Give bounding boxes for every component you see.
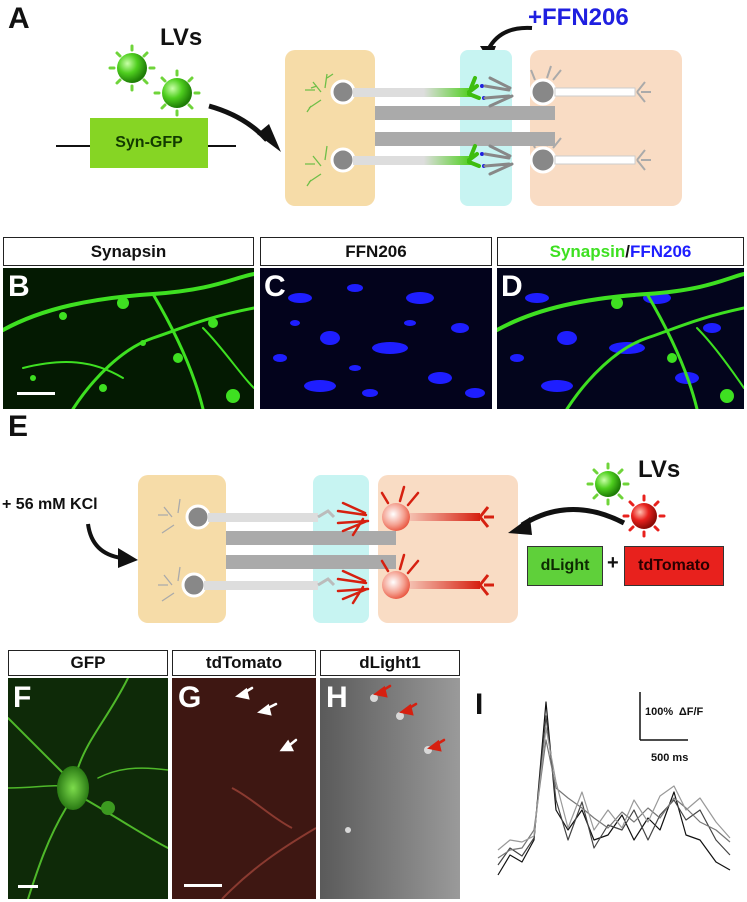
panel-a-arrow-to-chamber: [205, 100, 285, 160]
panel-i-scale-x-label: 500 ms: [651, 752, 689, 764]
panel-e-lentivirus-particles: [582, 460, 672, 538]
panel-i-scale-y-label: 100% ΔF/F: [645, 706, 704, 718]
panel-a-syn-gfp-box: Syn-GFP: [90, 118, 208, 168]
panel-i-traces: [490, 690, 740, 885]
panel-b-header: Synapsin: [3, 237, 254, 266]
panel-d-merge-image: [497, 268, 744, 409]
panel-e-lvs-label: LVs: [638, 456, 681, 483]
panel-g-header: tdTomato: [172, 650, 316, 676]
panel-label-d: D: [501, 270, 523, 303]
panel-e-kcl-label: + 56 mM KCl: [2, 496, 98, 513]
panel-e-kcl-arrow: [82, 520, 142, 570]
panel-label-i: I: [475, 688, 484, 721]
panel-a-lentivirus-particles: [100, 40, 210, 120]
panel-f-gfp-image: [8, 678, 168, 899]
panel-d-header-separator: /: [625, 242, 630, 261]
panel-g-tdtomato-image: [172, 678, 316, 899]
panel-h-header: dLight1: [320, 650, 460, 676]
panel-label-h: H: [326, 681, 348, 714]
panel-c-header: FFN206: [260, 237, 492, 266]
panel-label-b: B: [8, 270, 30, 303]
panel-d-header-ffn206: FFN206: [629, 242, 692, 261]
panel-label-c: C: [264, 270, 286, 303]
panel-e-arrow-to-chamber: [500, 495, 630, 540]
panel-b-synapsin-image: [3, 268, 254, 409]
panel-d-header-synapsin: Synapsin: [549, 242, 626, 261]
panel-e-tdtomato-box: tdTomato: [624, 546, 724, 586]
panel-a-lvs-label: LVs: [160, 24, 203, 51]
panel-a-microfluidic-chamber: [285, 48, 685, 208]
panel-label-e: E: [8, 410, 29, 443]
panel-label-a: A: [8, 2, 30, 35]
panel-c-ffn206-image: [260, 268, 492, 409]
panel-e-plus-sign: +: [607, 552, 619, 574]
panel-e-dlight-box: dLight: [527, 546, 603, 586]
panel-d-header: Synapsin/FFN206: [497, 237, 744, 266]
panel-e-microfluidic-chamber: [138, 473, 520, 625]
panel-label-g: G: [178, 681, 202, 714]
panel-a-ffn206-label: +FFN206: [528, 4, 629, 31]
panel-label-f: F: [13, 681, 32, 714]
panel-h-dlight1-image: [320, 678, 460, 899]
panel-f-header: GFP: [8, 650, 168, 676]
